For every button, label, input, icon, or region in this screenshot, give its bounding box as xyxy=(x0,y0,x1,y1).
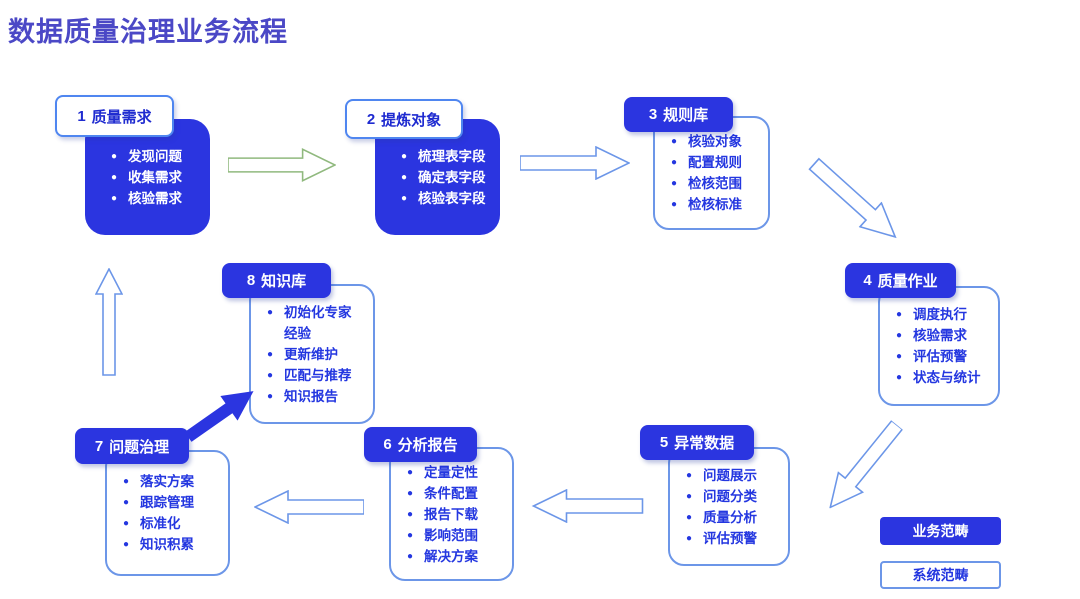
step-1-card: 发现问题 收集需求 核验需求 xyxy=(85,119,210,235)
list-item: 报告下载 xyxy=(407,504,478,525)
list-item: 问题展示 xyxy=(686,465,757,486)
step-4-card: 调度执行 核验需求 评估预警 状态与统计 xyxy=(878,286,1000,406)
list-item: 核验对象 xyxy=(671,131,742,152)
list-item: 调度执行 xyxy=(896,304,981,325)
step-3-label: 3 规则库 xyxy=(624,97,733,132)
list-item: 影响范围 xyxy=(407,525,478,546)
step-title: 质量需求 xyxy=(91,108,152,126)
list-item: 跟踪管理 xyxy=(123,492,194,513)
list-item: 知识积累 xyxy=(123,534,194,555)
arrow-step7-to-step8-icon xyxy=(179,379,262,449)
list-item: 质量分析 xyxy=(686,507,757,528)
list-item: 核验表字段 xyxy=(401,188,486,209)
list-item: 定量定性 xyxy=(407,462,478,483)
legend-system-scope: 系统范畴 xyxy=(880,561,1001,589)
step-title: 分析报告 xyxy=(397,437,458,454)
step-1-label: 1 质量需求 xyxy=(55,95,174,137)
step-4-label: 4 质量作业 xyxy=(845,263,956,298)
list-item: 发现问题 xyxy=(111,146,182,167)
step-6-label: 6 分析报告 xyxy=(364,427,477,462)
legend-label: 业务范畴 xyxy=(912,523,969,539)
step-3-card: 核验对象 配置规则 检核范围 检核标准 xyxy=(653,116,770,230)
step-title: 问题治理 xyxy=(109,438,170,456)
step-8-items: 初始化专家经验 更新维护 匹配与推荐 知识报告 xyxy=(251,302,373,407)
step-title: 规则库 xyxy=(663,107,709,124)
arrow-step1-to-step2-icon xyxy=(228,148,336,182)
step-title: 知识库 xyxy=(261,273,307,290)
step-title: 质量作业 xyxy=(877,273,938,290)
step-number: 1 xyxy=(77,107,86,125)
list-item: 配置规则 xyxy=(671,152,742,173)
list-item: 检核范围 xyxy=(671,173,742,194)
arrow-step3-to-step4-icon xyxy=(801,149,910,252)
step-number: 5 xyxy=(659,434,669,451)
step-5-label: 5 异常数据 xyxy=(640,425,754,460)
list-item: 条件配置 xyxy=(407,483,478,504)
step-2-items: 梳理表字段 确定表字段 核验表字段 xyxy=(375,146,492,209)
arrow-step4-to-step5-icon xyxy=(816,414,910,519)
step-2-label: 2 提炼对象 xyxy=(345,99,463,139)
step-7-label: 7 问题治理 xyxy=(75,428,189,464)
list-item: 状态与统计 xyxy=(896,367,981,388)
step-number: 2 xyxy=(366,110,376,128)
step-1-items: 发现问题 收集需求 核验需求 xyxy=(85,146,188,209)
step-5-items: 问题展示 问题分类 质量分析 评估预警 xyxy=(670,465,763,549)
arrow-step6-to-step7-icon xyxy=(254,490,364,524)
list-item: 核验需求 xyxy=(896,325,981,346)
step-number: 7 xyxy=(94,437,104,455)
list-item: 落实方案 xyxy=(123,471,194,492)
list-item: 梳理表字段 xyxy=(401,146,486,167)
step-number: 3 xyxy=(648,106,658,123)
step-5-card: 问题展示 问题分类 质量分析 评估预警 xyxy=(668,447,790,566)
list-item: 收集需求 xyxy=(111,167,182,188)
list-item: 知识报告 xyxy=(267,386,357,407)
list-item: 初始化专家经验 xyxy=(267,302,357,344)
list-item: 标准化 xyxy=(123,513,194,534)
step-title: 提炼对象 xyxy=(381,111,442,129)
list-item: 评估预警 xyxy=(896,346,981,367)
step-3-items: 核验对象 配置规则 检核范围 检核标准 xyxy=(655,131,748,215)
list-item: 评估预警 xyxy=(686,528,757,549)
arrow-step5-to-step6-icon xyxy=(530,489,645,523)
step-6-items: 定量定性 条件配置 报告下载 影响范围 解决方案 xyxy=(391,462,484,567)
list-item: 问题分类 xyxy=(686,486,757,507)
list-item: 检核标准 xyxy=(671,194,742,215)
step-8-card: 初始化专家经验 更新维护 匹配与推荐 知识报告 xyxy=(249,284,375,424)
step-title: 异常数据 xyxy=(674,435,735,452)
step-6-card: 定量定性 条件配置 报告下载 影响范围 解决方案 xyxy=(389,447,514,581)
step-4-items: 调度执行 核验需求 评估预警 状态与统计 xyxy=(880,304,987,388)
legend-label: 系统范畴 xyxy=(912,567,969,583)
arrow-step2-to-step3-icon xyxy=(520,146,630,180)
page-title: 数据质量治理业务流程 xyxy=(8,17,288,47)
list-item: 解决方案 xyxy=(407,546,478,567)
list-item: 确定表字段 xyxy=(401,167,486,188)
list-item: 匹配与推荐 xyxy=(267,365,357,386)
step-7-card: 落实方案 跟踪管理 标准化 知识积累 xyxy=(105,450,230,576)
step-number: 6 xyxy=(383,436,392,453)
step-number: 4 xyxy=(863,272,872,289)
legend-business-scope: 业务范畴 xyxy=(880,517,1001,545)
step-7-items: 落实方案 跟踪管理 标准化 知识积累 xyxy=(107,471,200,555)
arrow-step7-to-step1-icon xyxy=(95,268,123,376)
list-item: 更新维护 xyxy=(267,344,357,365)
list-item: 核验需求 xyxy=(111,188,182,209)
step-number: 8 xyxy=(246,272,256,289)
step-8-label: 8 知识库 xyxy=(222,263,331,298)
